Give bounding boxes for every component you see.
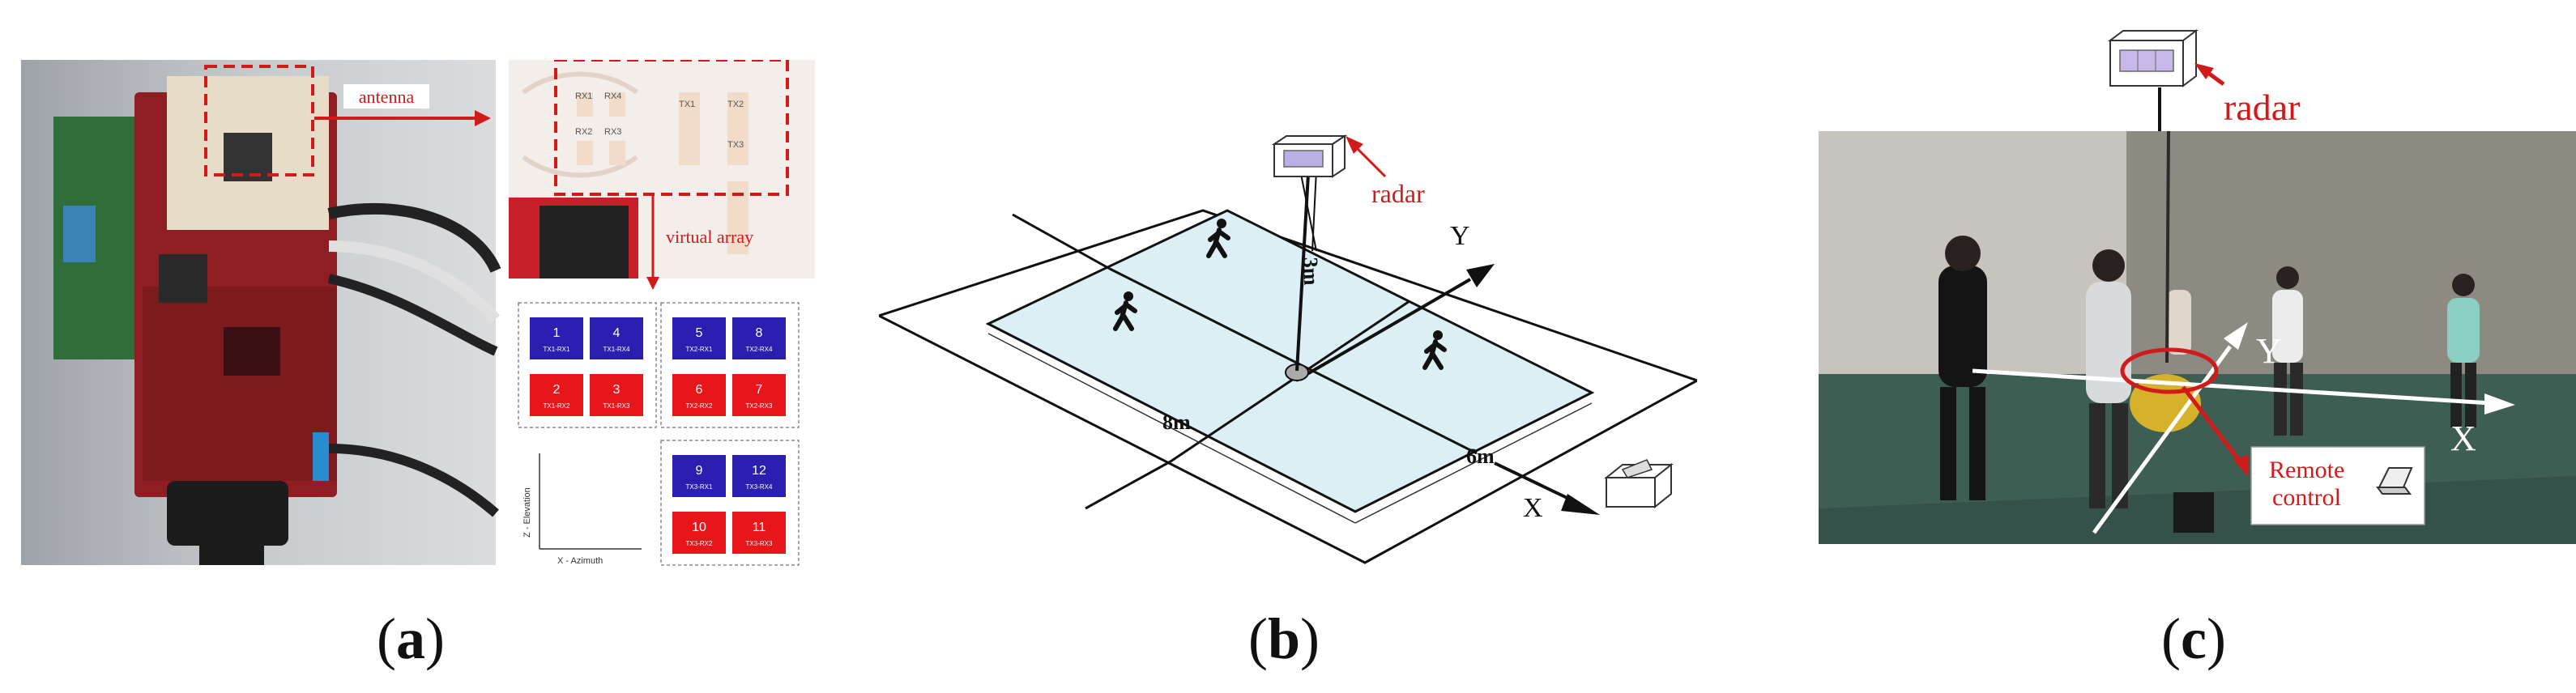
panel-b: Y X 3m radar 8m 6m — [879, 121, 1697, 575]
antenna-rx1: RX1 — [575, 91, 592, 101]
virtual-array-cell-number: 1 — [553, 326, 561, 340]
remote-line1: Remote — [2269, 457, 2344, 483]
virtual-array-cell-number: 3 — [613, 383, 621, 397]
caption-c-letter: c — [2181, 606, 2207, 671]
virtual-array-cell-sub: TX2-RX2 — [686, 402, 713, 410]
virtual-array-cell-sub: TX1-RX2 — [544, 402, 570, 410]
antenna-highlight-box — [204, 65, 314, 176]
axis-x-label: X - Azimuth — [557, 556, 603, 566]
virtual-array-cell-sub: TX2-RX3 — [746, 402, 773, 410]
virtual-array-cell-sub: TX1-RX4 — [603, 346, 630, 353]
floor-midline-2 — [1170, 300, 1410, 463]
virtual-array-cell-sub: TX3-RX1 — [686, 483, 713, 491]
virtual-array-grid: 1TX1-RX14TX1-RX45TX2-RX18TX2-RX42TX1-RX2… — [518, 302, 800, 566]
antenna-rx3: RX3 — [604, 127, 621, 137]
radar-board-photo — [21, 60, 501, 565]
antenna-tx3: TX3 — [727, 140, 744, 150]
y-axis-line-c — [2092, 345, 2233, 534]
antenna-tx1: TX1 — [679, 100, 695, 109]
virtual-array-cell-number: 11 — [753, 521, 766, 534]
antenna-label: antenna — [359, 87, 415, 107]
panel-a: antenna RX1 RX4 RX2 RX3 TX1 TX2 TX3 — [21, 60, 815, 570]
radar-label-c: radar — [2224, 87, 2300, 128]
panel-c-figure: radar X Y Remote control — [1819, 29, 2576, 544]
virtual-array-cell-number: 2 — [553, 383, 561, 397]
virtual-array-cell-sub: TX3-RX2 — [686, 540, 713, 547]
antenna-tx2: TX2 — [727, 100, 744, 109]
y-axis-label: Y — [1450, 221, 1470, 251]
virtual-array-cell-sub: TX2-RX4 — [746, 346, 773, 353]
antenna-rx2: RX2 — [575, 127, 592, 137]
width-label: 6m — [1466, 444, 1495, 468]
radar-label-b: radar — [1371, 179, 1425, 208]
height-label: 3m — [1299, 257, 1323, 286]
virtual-array-cell-number: 6 — [696, 383, 703, 397]
y-axis-label-c: Y — [2256, 331, 2282, 371]
caption-c: (c) — [2161, 606, 2226, 671]
panel-a-figure: antenna RX1 RX4 RX2 RX3 TX1 TX2 TX3 — [21, 60, 815, 566]
person-walking-icon — [1113, 291, 1137, 331]
x-axis-label: X — [1523, 493, 1543, 523]
antenna-closeup: RX1 RX4 RX2 RX3 TX1 TX2 TX3 — [509, 60, 815, 278]
laptop-icon — [2376, 467, 2413, 495]
remote-line2: control — [2272, 484, 2341, 511]
virtual-array-label: virtual array — [666, 227, 753, 247]
virtual-array-cell-number: 12 — [752, 464, 766, 478]
x-axis-label-c: X — [2450, 419, 2476, 458]
virtual-array-cell-number: 9 — [696, 464, 703, 478]
virtual-array-cell-number: 7 — [756, 383, 763, 397]
virtual-array-cell-sub: TX1-RX3 — [603, 402, 630, 410]
axis-z-label: Z - Elevation — [522, 487, 532, 538]
remote-control-label: Remote control — [2269, 457, 2351, 511]
laptop-icon — [1604, 459, 1674, 509]
virtual-array-cell-sub: TX1-RX1 — [544, 346, 570, 353]
caption-a-letter: a — [396, 606, 425, 671]
panel-b-figure: Y X 3m radar 8m 6m — [879, 134, 1697, 564]
panel-c: radar X Y Remote control — [1819, 23, 2576, 549]
antenna-rx4: RX4 — [604, 91, 621, 101]
radar-icon — [2108, 29, 2199, 87]
caption-b: (b) — [1247, 606, 1320, 671]
person-walking-icon — [1422, 330, 1447, 370]
virtual-array-cell-sub: TX3-RX3 — [746, 540, 773, 547]
virtual-array-cell-number: 5 — [696, 326, 703, 340]
radar-icon — [1271, 134, 1348, 178]
caption-a: (a) — [377, 606, 445, 671]
radar-base-highlight — [2120, 347, 2219, 394]
person-walking-icon — [1206, 219, 1230, 258]
virtual-array-cell-number: 8 — [756, 326, 763, 340]
radar-pole — [1295, 173, 1310, 372]
virtual-array-cell-sub: TX3-RX4 — [746, 483, 773, 491]
x-axis-line — [1494, 461, 1576, 504]
length-label: 8m — [1162, 410, 1191, 434]
caption-b-letter: b — [1267, 606, 1301, 671]
virtual-array-cell-number: 4 — [613, 326, 621, 340]
x-axis-line-c — [1972, 368, 2492, 406]
floor-midline-1 — [1109, 267, 1478, 455]
y-axis-line — [1294, 278, 1472, 382]
experiment-photo — [1819, 130, 2576, 544]
virtual-array-cell-sub: TX2-RX1 — [686, 346, 713, 353]
virtual-array-cell-number: 10 — [692, 521, 706, 534]
